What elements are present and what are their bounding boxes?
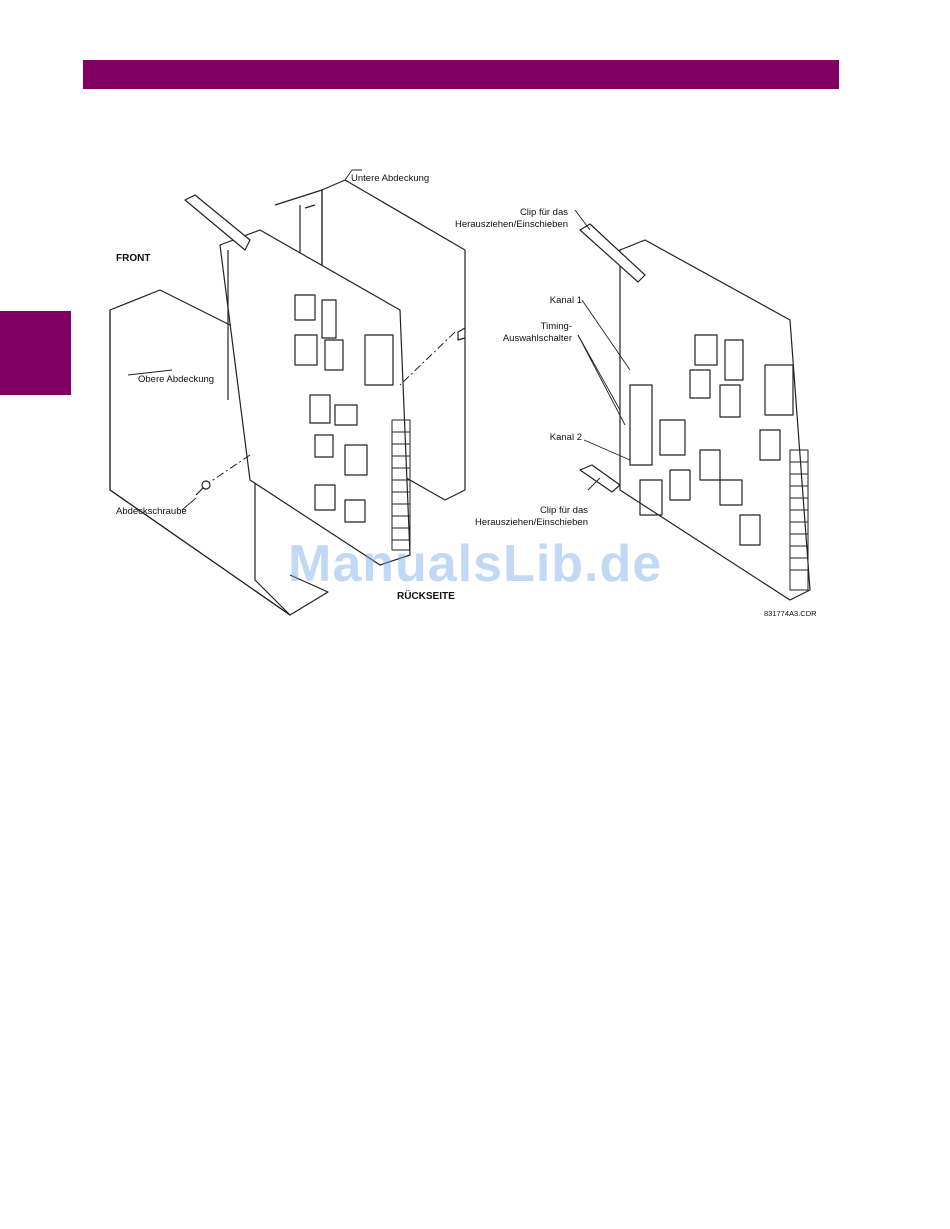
label-clip-top-line1: Clip für das (460, 207, 568, 218)
label-clip-bottom-line1: Clip für das (460, 505, 588, 516)
watermark-text: ManualsLib.de (288, 534, 662, 594)
label-timing-line1: Timing- (480, 321, 572, 332)
label-abdeckschraube: Abdeckschraube (116, 506, 187, 517)
header-bar (83, 60, 839, 89)
label-clip-top-line2: Herausziehen/Einschieben (440, 219, 568, 230)
label-front: FRONT (116, 253, 150, 264)
label-obere-abdeckung: Obere Abdeckung (138, 374, 214, 385)
label-kanal-1: Kanal 1 (500, 295, 582, 306)
label-clip-bottom-line2: Herausziehen/Einschieben (440, 517, 588, 528)
chapter-side-tab (0, 311, 71, 395)
drawing-number: 831774A3.CDR (764, 608, 817, 619)
label-kanal-2: Kanal 2 (500, 432, 582, 443)
label-untere-abdeckung: Untere Abdeckung (351, 173, 429, 184)
label-timing-line2: Auswahlschalter (480, 333, 572, 344)
